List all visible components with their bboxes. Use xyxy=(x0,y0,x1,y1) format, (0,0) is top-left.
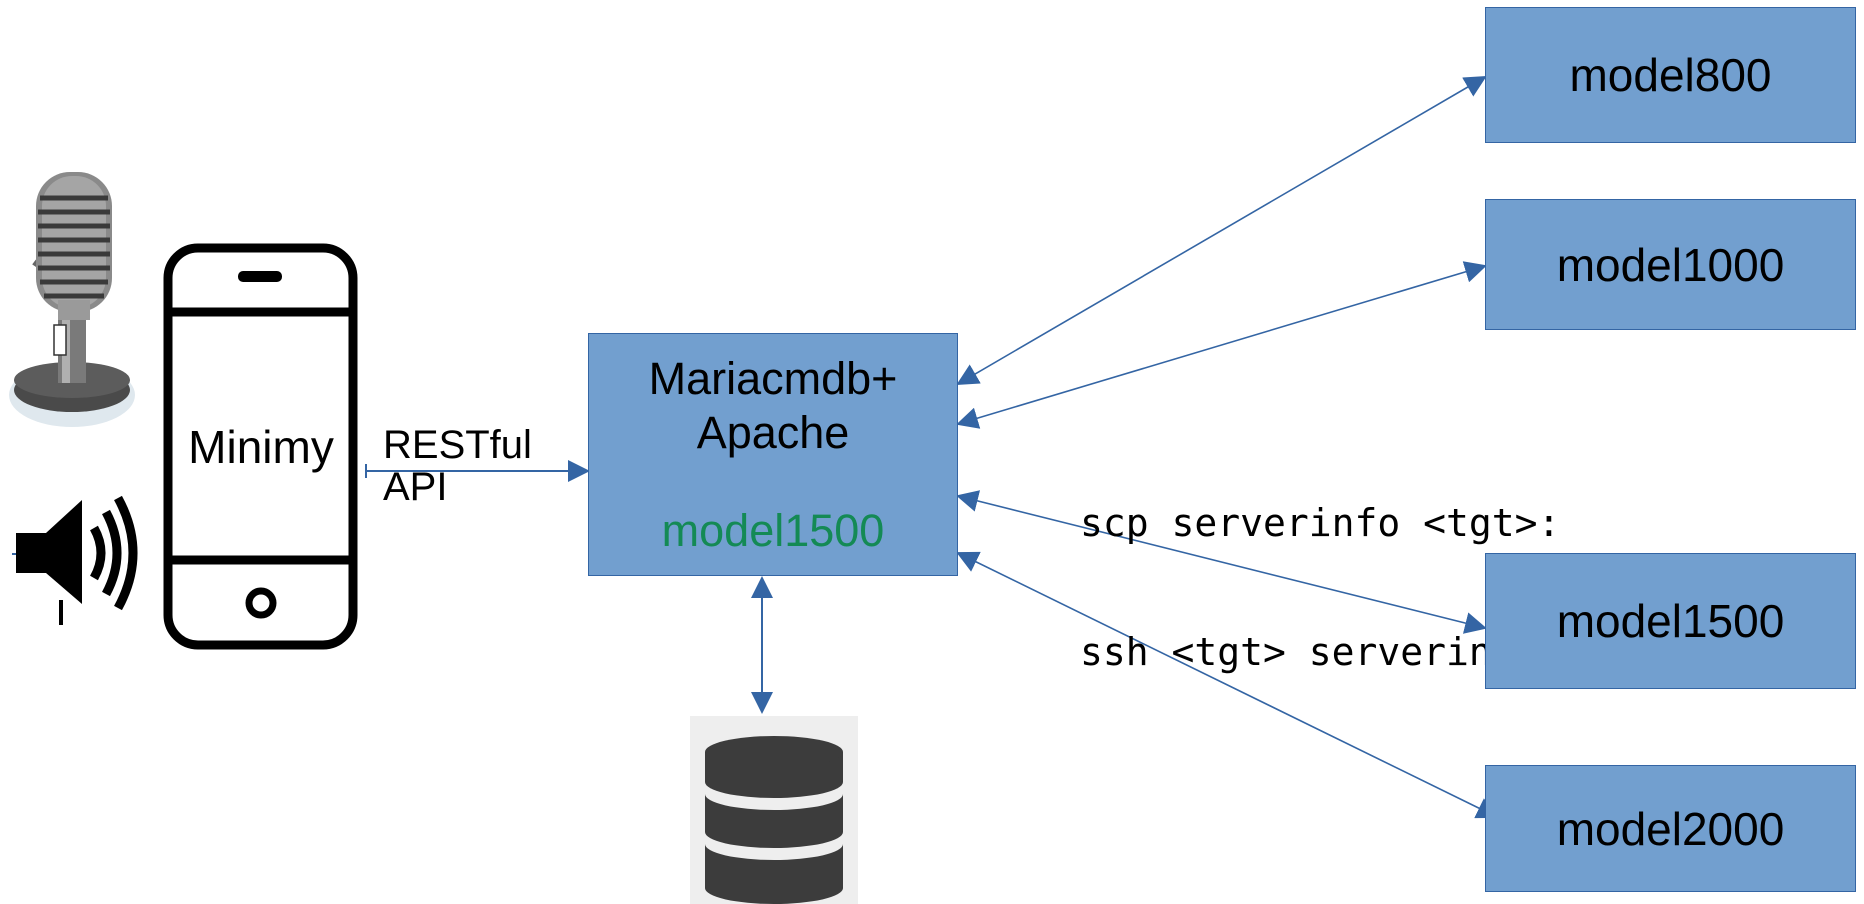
arrow-to-model800 xyxy=(956,75,1487,386)
target-label: model1500 xyxy=(1556,595,1785,647)
server-box[interactable]: Mariacmdb+ Apache model1500 xyxy=(588,333,958,576)
server-host-label: model1500 xyxy=(661,505,885,556)
restful-api-label: RESTful API xyxy=(383,424,532,508)
target-box-model1500[interactable]: model1500 xyxy=(1485,553,1856,689)
database-icon xyxy=(690,716,858,904)
microphone-icon xyxy=(9,172,135,427)
speaker-icon xyxy=(12,495,138,625)
target-box-model1000[interactable]: model1000 xyxy=(1485,199,1856,330)
target-box-model800[interactable]: model800 xyxy=(1485,7,1856,143)
restful-api-line1: RESTful xyxy=(383,423,532,467)
target-label: model800 xyxy=(1569,49,1772,101)
command-scp: scp serverinfo <tgt>: xyxy=(1080,501,1561,545)
target-label: model2000 xyxy=(1556,802,1785,855)
phone-label: Minimy xyxy=(188,421,334,473)
server-title-line2: Apache xyxy=(696,407,850,458)
target-box-model2000[interactable]: model2000 xyxy=(1485,765,1856,892)
restful-api-line2: API xyxy=(383,465,448,509)
arrow-to-model1000 xyxy=(956,261,1487,429)
arrow-to-model2000 xyxy=(956,551,1499,819)
target-label: model1000 xyxy=(1556,238,1785,291)
smartphone-icon xyxy=(163,243,358,650)
server-title-line1: Mariacmdb+ xyxy=(648,353,898,404)
